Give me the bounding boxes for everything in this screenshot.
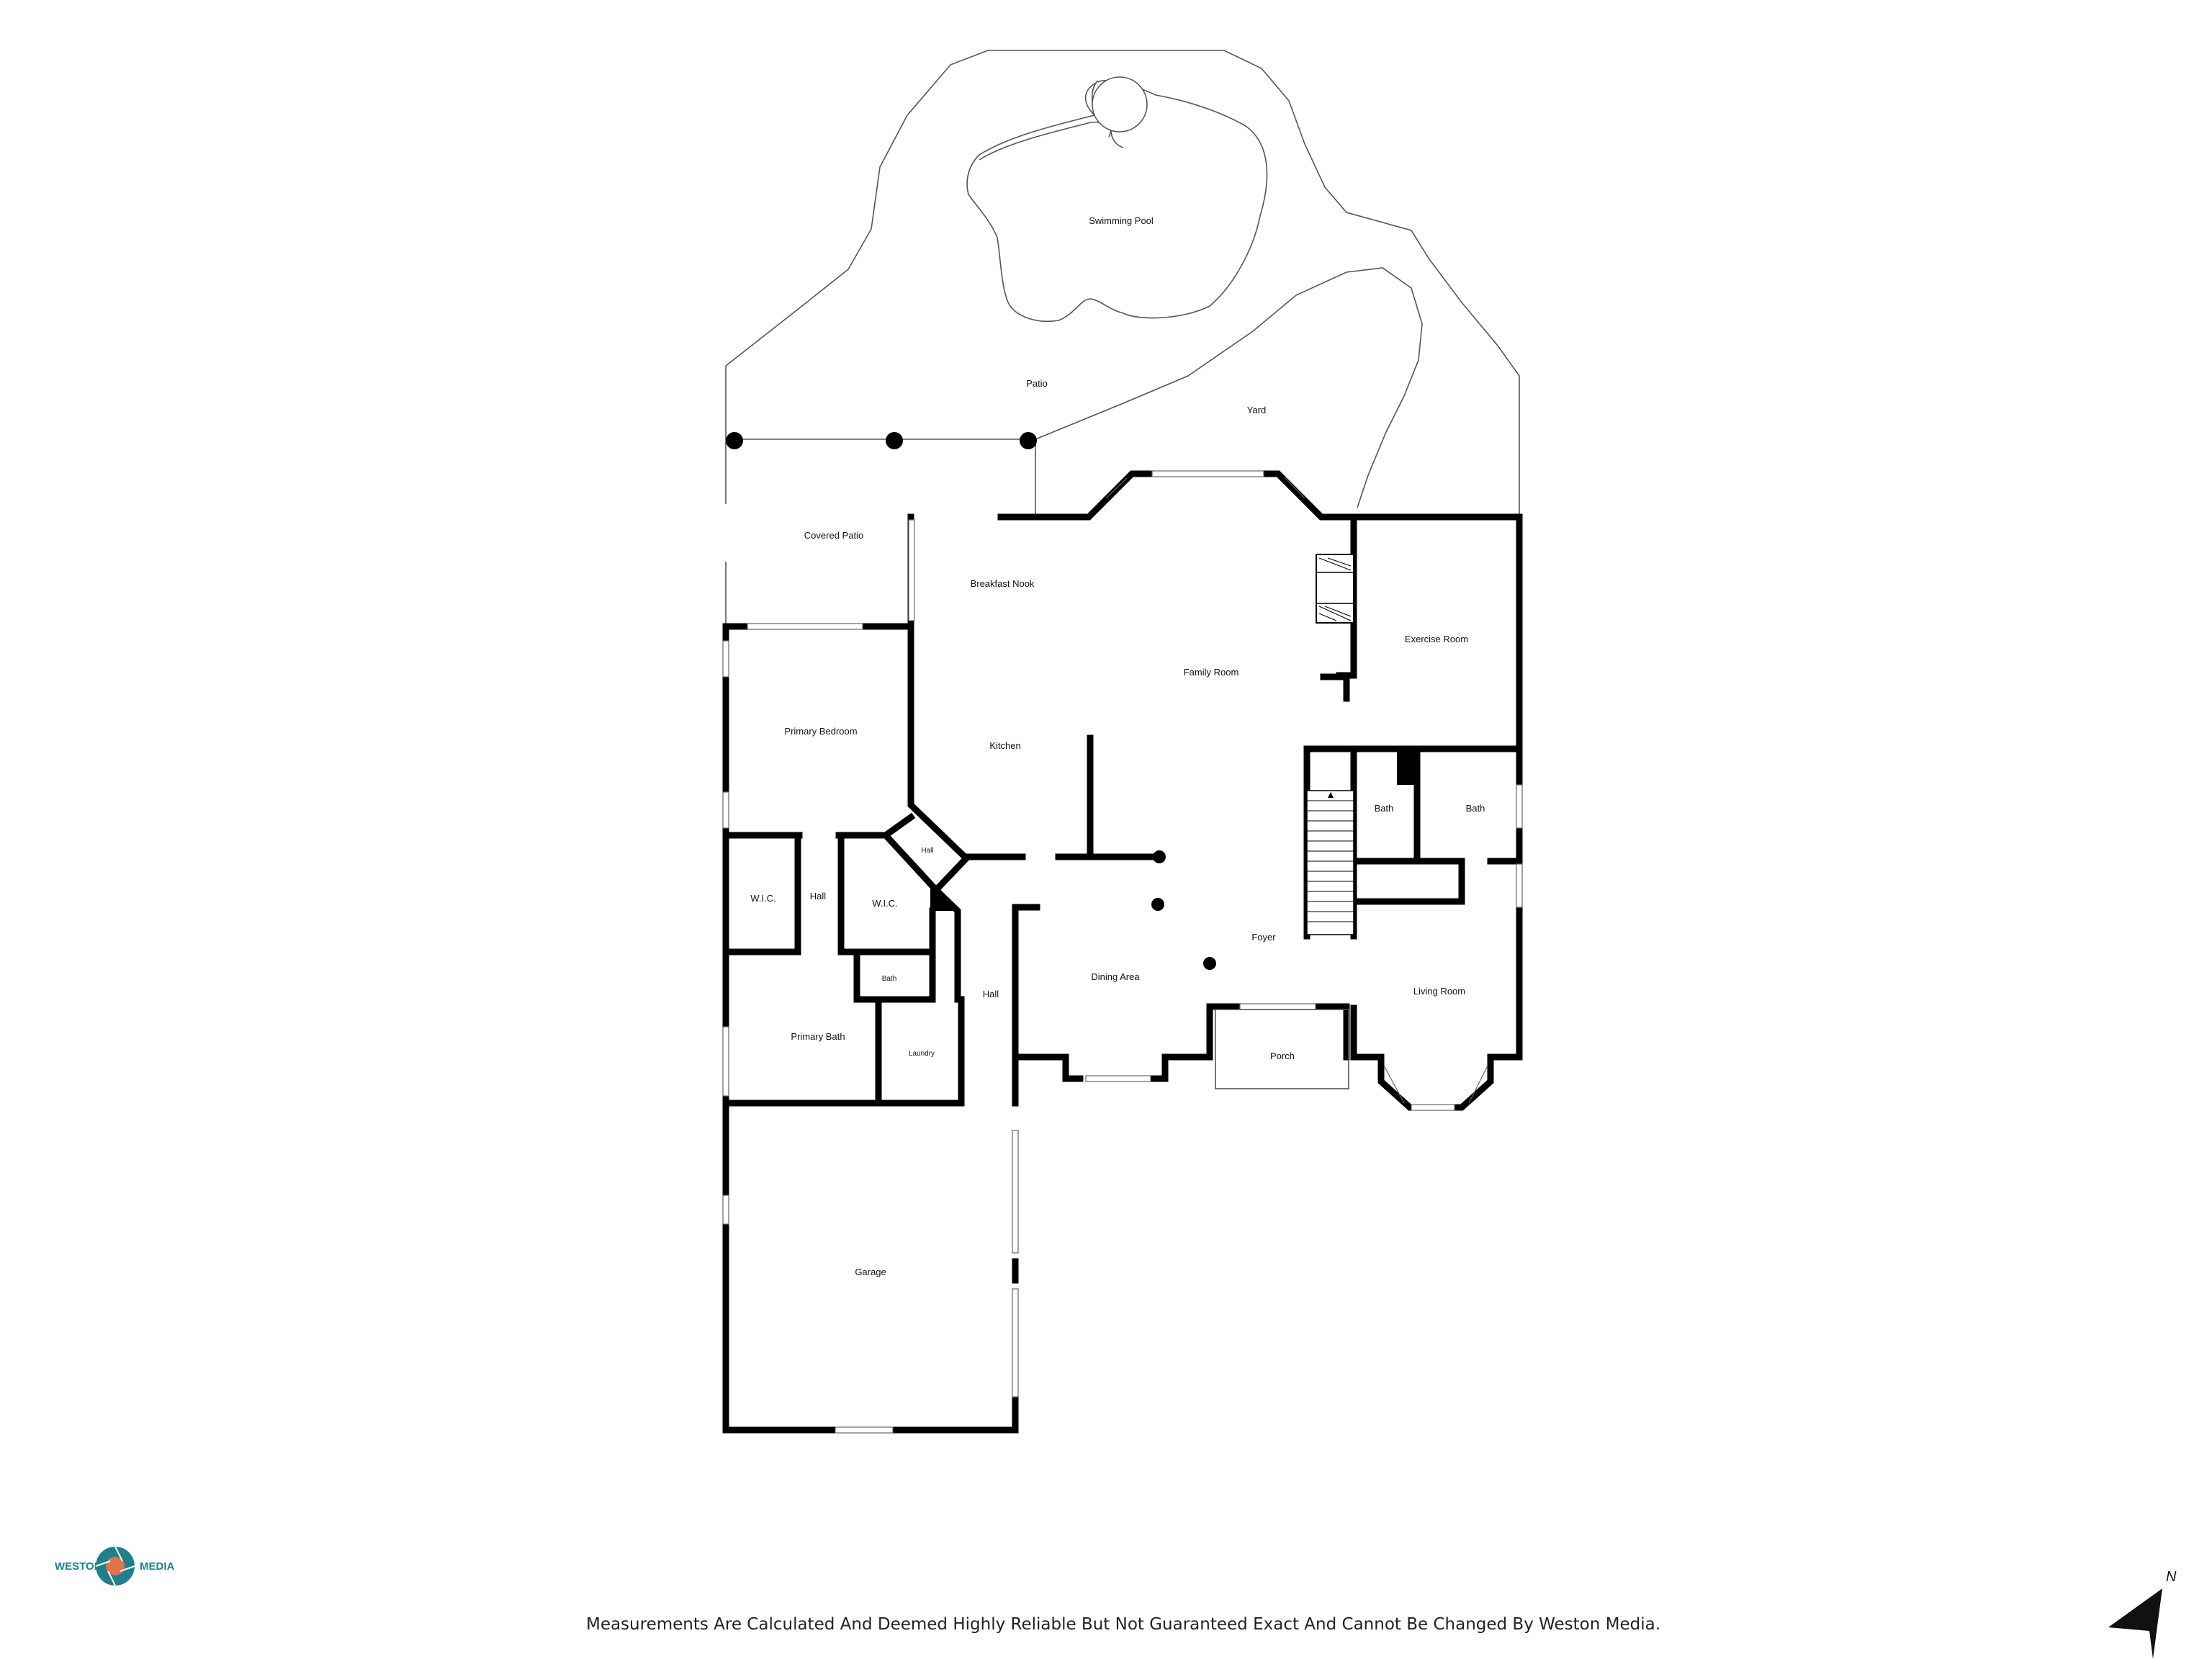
fireplace	[1316, 554, 1354, 624]
label-wic-left: W.I.C.	[750, 893, 775, 904]
label-bath-upper-right: Bath	[1466, 803, 1485, 814]
label-covered-patio: Covered Patio	[804, 530, 863, 541]
label-wic-right: W.I.C.	[872, 898, 897, 909]
disclaimer-text: Measurements Are Calculated And Deemed H…	[586, 1615, 1660, 1634]
label-exercise-room: Exercise Room	[1405, 634, 1468, 644]
north-label: N	[2166, 1569, 2177, 1585]
label-family-room: Family Room	[1184, 667, 1239, 678]
label-swimming-pool: Swimming Pool	[1089, 215, 1154, 226]
label-foyer: Foyer	[1251, 932, 1276, 943]
label-bath-upper-left: Bath	[1375, 803, 1394, 814]
label-hall-small: Hall	[921, 847, 933, 855]
label-primary-bath: Primary Bath	[791, 1031, 845, 1042]
logo-right-word: MEDIA	[140, 1560, 175, 1573]
walls	[722, 470, 1523, 1434]
stairs	[1306, 790, 1354, 935]
logo-left-word: WESTON	[55, 1560, 102, 1573]
swimming-pool	[966, 76, 1268, 323]
north-arrow-icon: N	[2108, 1569, 2177, 1659]
label-primary-bedroom: Primary Bedroom	[784, 726, 857, 737]
windows	[722, 470, 1523, 1434]
label-dining-area: Dining Area	[1091, 971, 1140, 982]
label-bath-small: Bath	[882, 975, 897, 983]
label-garage: Garage	[855, 1267, 886, 1277]
label-yard: Yard	[1247, 405, 1267, 415]
weston-media-logo: WESTON MEDIA	[55, 1546, 175, 1586]
label-porch: Porch	[1270, 1051, 1295, 1061]
label-hall-wic: Hall	[810, 891, 827, 902]
room-labels: Swimming Pool Patio Yard Covered Patio B…	[750, 215, 1485, 1277]
label-patio: Patio	[1026, 378, 1048, 389]
label-living-room: Living Room	[1413, 986, 1465, 997]
label-breakfast-nook: Breakfast Nook	[971, 578, 1035, 589]
porch-outline	[1215, 1009, 1349, 1089]
label-kitchen: Kitchen	[989, 740, 1020, 751]
label-laundry: Laundry	[909, 1050, 935, 1058]
label-hall-laundry: Hall	[983, 989, 999, 999]
